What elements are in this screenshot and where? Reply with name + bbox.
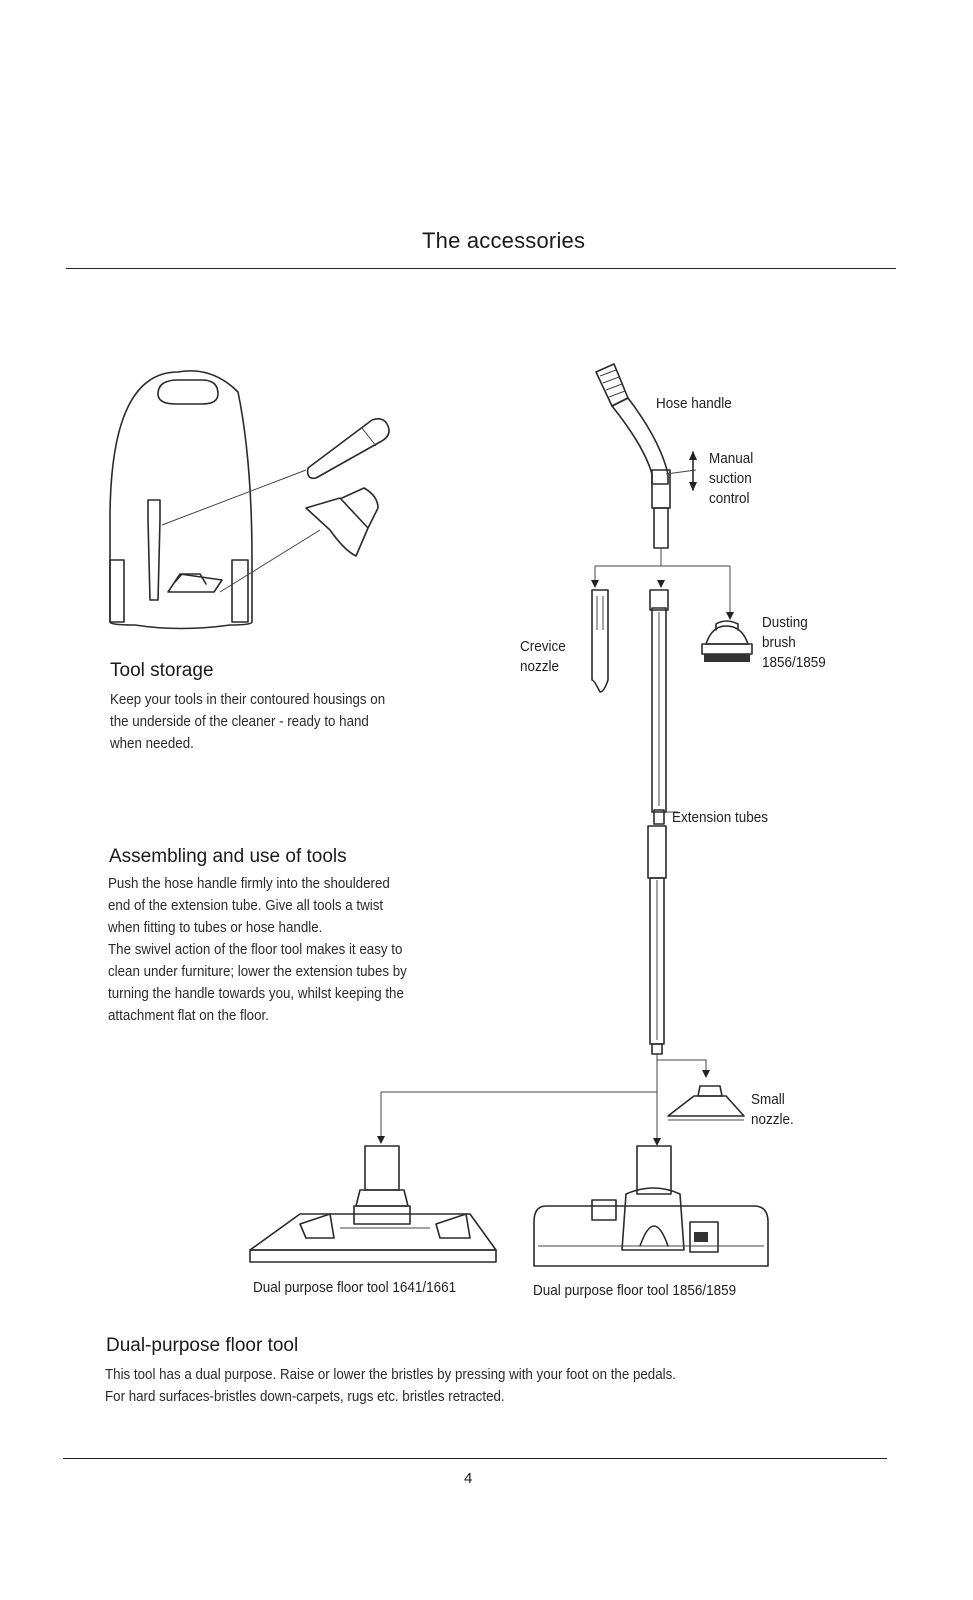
small-nozzle-line-2: nozzle. [751, 1112, 794, 1128]
crevice-tool-floating-illustration [306, 418, 390, 480]
extension-tubes-label: Extension tubes [672, 810, 768, 826]
upholstery-tool-floating-illustration [305, 487, 379, 557]
floor-tool-b-label: Dual purpose floor tool 1856/1859 [533, 1283, 737, 1299]
floor-tool-a-illustration [249, 1145, 497, 1263]
crevice-nozzle-label: Crevice nozzle [520, 637, 566, 677]
dusting-brush-line-3: 1856/1859 [762, 655, 826, 671]
crevice-nozzle-line-1: Crevice [520, 639, 566, 655]
assembling-line-1: Push the hose handle firmly into the sho… [108, 876, 390, 892]
floor-tool-b-illustration [533, 1145, 769, 1267]
assembling-line-5: clean under furniture; lower the extensi… [108, 964, 407, 980]
assembling-line-6: turning the handle towards you, whilst k… [108, 986, 404, 1002]
page-number: 4 [464, 1470, 473, 1487]
header-rule [66, 268, 896, 269]
assembling-heading: Assembling and use of tools [109, 846, 347, 867]
dual-purpose-line-2: For hard surfaces-bristles down-carpets,… [105, 1389, 505, 1405]
tool-storage-line-1: Keep your tools in their contoured housi… [110, 692, 386, 708]
hose-handle-illustration [595, 363, 697, 549]
distribution-lines [591, 548, 734, 620]
crevice-nozzle-line-2: nozzle [520, 659, 559, 675]
extension-tube-lower-illustration [647, 825, 667, 1055]
tool-storage-heading: Tool storage [110, 660, 214, 681]
extension-tube-upper-illustration [649, 589, 678, 825]
tool-storage-line-2: the underside of the cleaner - ready to … [110, 714, 369, 730]
crevice-nozzle-illustration [591, 589, 609, 693]
small-nozzle-illustration [667, 1085, 745, 1121]
small-nozzle-label: Small nozzle. [751, 1090, 794, 1130]
floor-tool-lines [377, 1054, 710, 1146]
floor-tool-a-label: Dual purpose floor tool 1641/1661 [253, 1280, 457, 1296]
dusting-brush-label: Dusting brush 1856/1859 [762, 613, 826, 673]
tool-storage-text: Keep your tools in their contoured housi… [110, 689, 385, 755]
manual-suction-line-2: suction [709, 471, 752, 487]
tool-storage-line-3: when needed. [110, 736, 194, 752]
assembling-text: Push the hose handle firmly into the sho… [108, 873, 407, 1027]
page-title: The accessories [422, 228, 586, 253]
dual-purpose-heading: Dual-purpose floor tool [106, 1335, 299, 1356]
dual-purpose-line-1: This tool has a dual purpose. Raise or l… [105, 1367, 676, 1383]
assembling-line-7: attachment flat on the floor. [108, 1008, 269, 1024]
assembling-line-4: The swivel action of the floor tool make… [108, 942, 403, 958]
small-nozzle-line-1: Small [751, 1092, 785, 1108]
manual-suction-label: Manual suction control [709, 449, 753, 509]
assembling-line-3: when fitting to tubes or hose handle. [108, 920, 323, 936]
dusting-brush-illustration [701, 620, 753, 662]
assembling-line-2: end of the extension tube. Give all tool… [108, 898, 384, 914]
vacuum-body-illustration [109, 370, 321, 630]
manual-suction-line-1: Manual [709, 451, 754, 467]
dual-purpose-text: This tool has a dual purpose. Raise or l… [105, 1364, 676, 1408]
manual-suction-line-3: control [709, 491, 750, 507]
dusting-brush-line-2: brush [762, 635, 796, 651]
dusting-brush-line-1: Dusting [762, 615, 808, 631]
hose-handle-label: Hose handle [656, 396, 732, 412]
footer-rule [63, 1458, 887, 1459]
